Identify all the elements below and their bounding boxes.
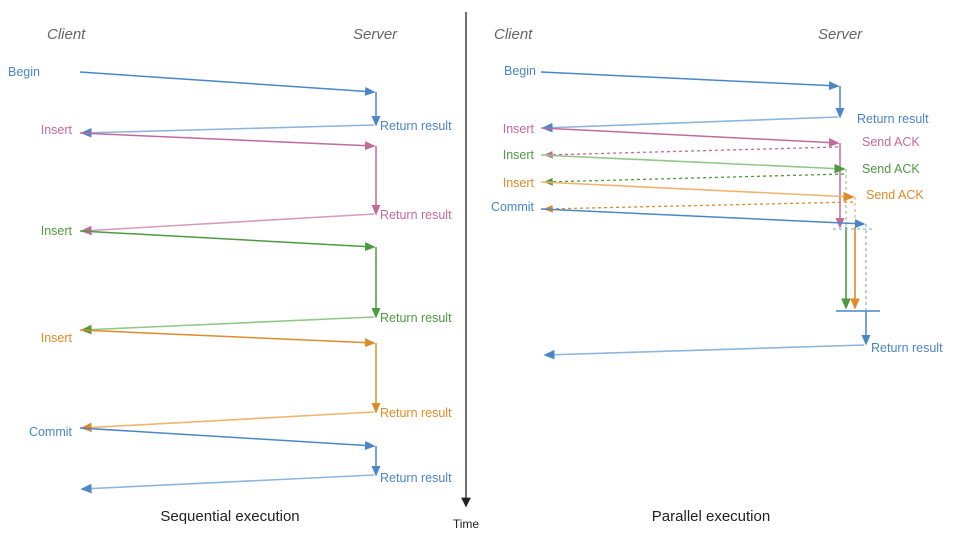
- message-seq-insert-1: Insert: [41, 123, 376, 151]
- label-seq-insert-2-return: Return result: [380, 311, 452, 325]
- arrow-request: [540, 154, 846, 174]
- label-seq-insert-1-return: Return result: [380, 208, 452, 222]
- arrow-ack-insert-3: [543, 201, 854, 213]
- message-par-begin-ret: Return result: [541, 112, 929, 133]
- lane-header-client: Client: [47, 26, 86, 43]
- label-par-insert-1: Insert: [503, 122, 535, 136]
- label-seq-insert-2: Insert: [41, 224, 73, 238]
- arrow-ack-insert-1: [543, 146, 839, 159]
- message-seq-insert-1-ret: Return result: [80, 208, 452, 236]
- arrow-request: [79, 132, 376, 151]
- label-par-commit-return: Return result: [871, 341, 943, 355]
- message-seq-commit-ret: Return result: [80, 471, 452, 494]
- message-par-insert-3: Insert Send ACK: [503, 176, 925, 202]
- arrow-response: [80, 411, 375, 433]
- label-par-insert-1-ack: Send ACK: [862, 135, 920, 149]
- arrow-request: [79, 329, 376, 348]
- arrow-request: [79, 230, 376, 252]
- label-seq-insert-3: Insert: [41, 331, 73, 345]
- message-seq-begin-ret: Return result: [80, 119, 452, 138]
- lane-header-server: Server: [818, 26, 863, 43]
- message-seq-commit: Commit: [29, 425, 376, 450]
- label-seq-begin-return: Return result: [380, 119, 452, 133]
- label-seq-insert-3-return: Return result: [380, 406, 452, 420]
- arrow-request: [540, 71, 840, 91]
- label-par-insert-3: Insert: [503, 176, 535, 190]
- arrow-response: [80, 124, 375, 138]
- label-par-insert-2-ack: Send ACK: [862, 162, 920, 176]
- label-seq-commit: Commit: [29, 425, 73, 439]
- time-axis: Time: [453, 12, 480, 531]
- panel-sequential: Client Server Begin Return result Insert…: [8, 26, 452, 525]
- arrow-response: [80, 213, 375, 236]
- label-seq-commit-return: Return result: [380, 471, 452, 485]
- label-seq-begin: Begin: [8, 65, 40, 79]
- arrow-response: [80, 474, 375, 494]
- message-seq-insert-2: Insert: [41, 224, 376, 252]
- time-axis-label: Time: [453, 517, 480, 531]
- message-seq-insert-2-ret: Return result: [80, 311, 452, 335]
- label-par-insert-2: Insert: [503, 148, 535, 162]
- lane-header-server: Server: [353, 26, 398, 43]
- arrow-request: [540, 208, 866, 229]
- label-par-commit: Commit: [491, 200, 535, 214]
- arrow-request: [79, 71, 376, 96]
- message-seq-insert-3-ret: Return result: [80, 406, 452, 433]
- arrow-response: [80, 316, 375, 335]
- panel-parallel: Client Server Begin Return result Insert…: [491, 26, 943, 525]
- message-par-commit-ret: Return result: [543, 341, 943, 360]
- message-par-insert-1: Insert Send ACK: [503, 122, 921, 149]
- message-par-commit: Commit: [491, 200, 866, 229]
- arrow-ack-insert-2: [543, 173, 845, 186]
- label-par-begin-return: Return result: [857, 112, 929, 126]
- label-par-insert-3-ack: Send ACK: [866, 188, 924, 202]
- caption-sequential: Sequential execution: [160, 508, 299, 525]
- message-seq-insert-3: Insert: [41, 329, 376, 348]
- arrow-request: [540, 181, 855, 202]
- caption-parallel: Parallel execution: [652, 508, 770, 525]
- message-seq-begin: Begin: [8, 65, 376, 96]
- message-par-insert-2: Insert Send ACK: [503, 148, 921, 176]
- arrow-request: [540, 127, 840, 148]
- lane-header-client: Client: [494, 26, 533, 43]
- arrow-response: [541, 116, 839, 133]
- arrow-response: [543, 344, 865, 360]
- arrow-request: [79, 427, 376, 450]
- message-par-begin: Begin: [504, 64, 840, 91]
- label-par-begin: Begin: [504, 64, 536, 78]
- label-seq-insert-1: Insert: [41, 123, 73, 137]
